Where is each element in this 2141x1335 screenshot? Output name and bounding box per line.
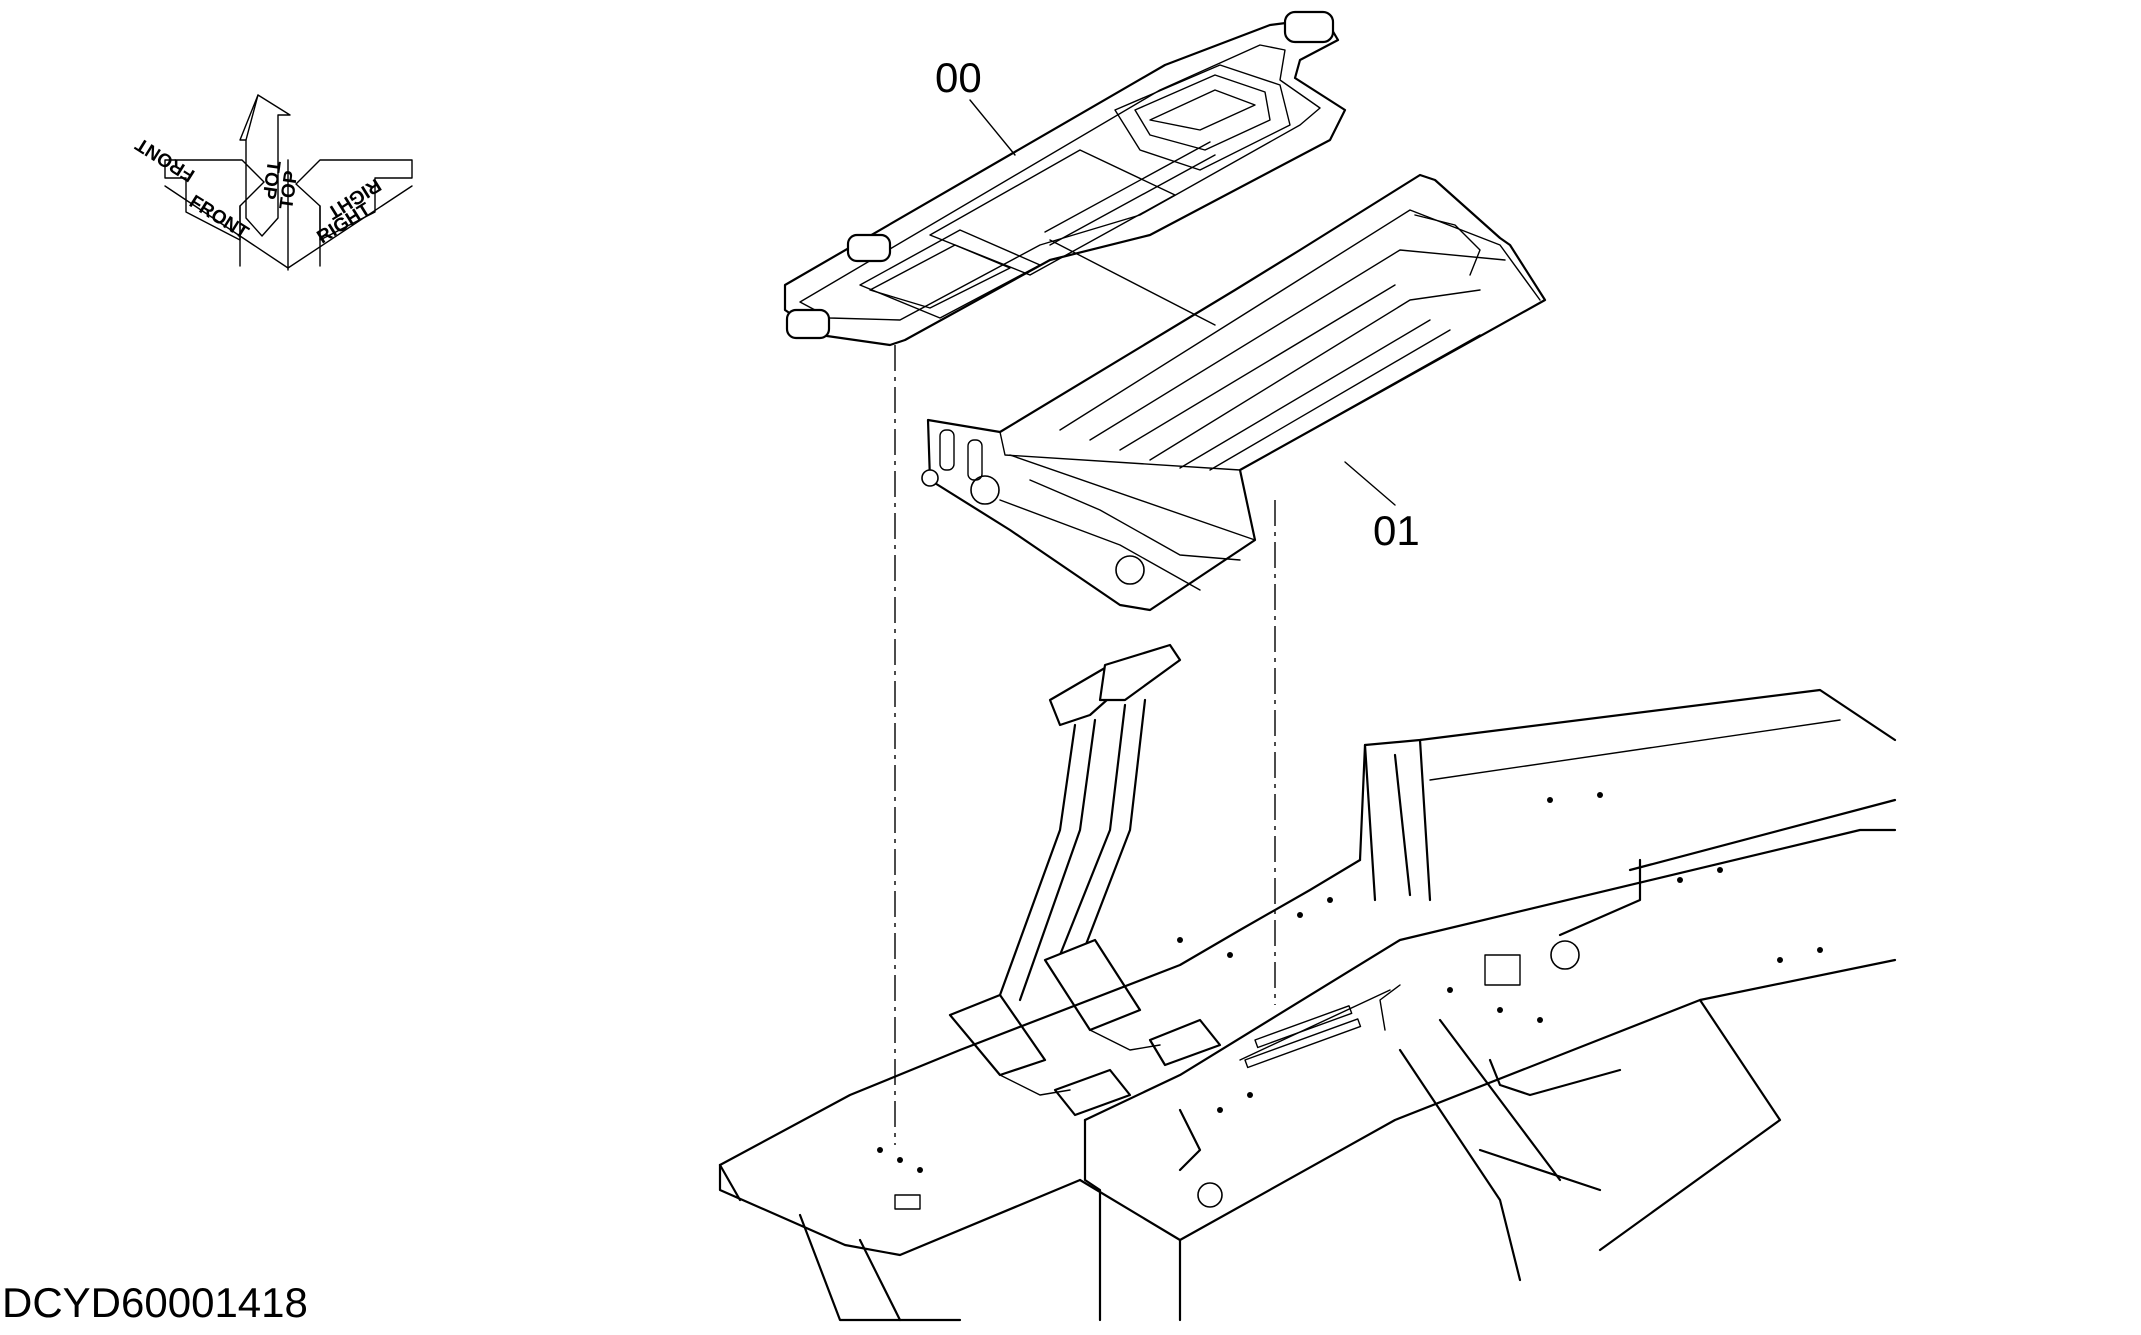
frame-rivets: [877, 792, 1823, 1173]
callout-00-label: 00: [935, 54, 982, 101]
pedals-assembly: [948, 643, 1222, 1117]
top-arrow-icon: [239, 94, 291, 237]
front-label: FRONT: [185, 191, 252, 244]
callout-01: 01: [1344, 461, 1420, 554]
callout-00: 00: [935, 54, 1016, 156]
callout-01-label: 01: [1373, 507, 1420, 554]
top-label-rotated: TOP: [276, 169, 302, 211]
cab-frame: [718, 688, 1897, 1322]
assembly-lines: [894, 239, 1276, 1145]
drawing-id: DCYD60001418: [2, 1279, 308, 1326]
orientation-symbol: FRONT FRONT TOP TOP RIGHT RIGHT: [132, 94, 413, 271]
part-00-upper-cover: [783, 10, 1347, 347]
part-01-floor-mat: [921, 173, 1547, 612]
